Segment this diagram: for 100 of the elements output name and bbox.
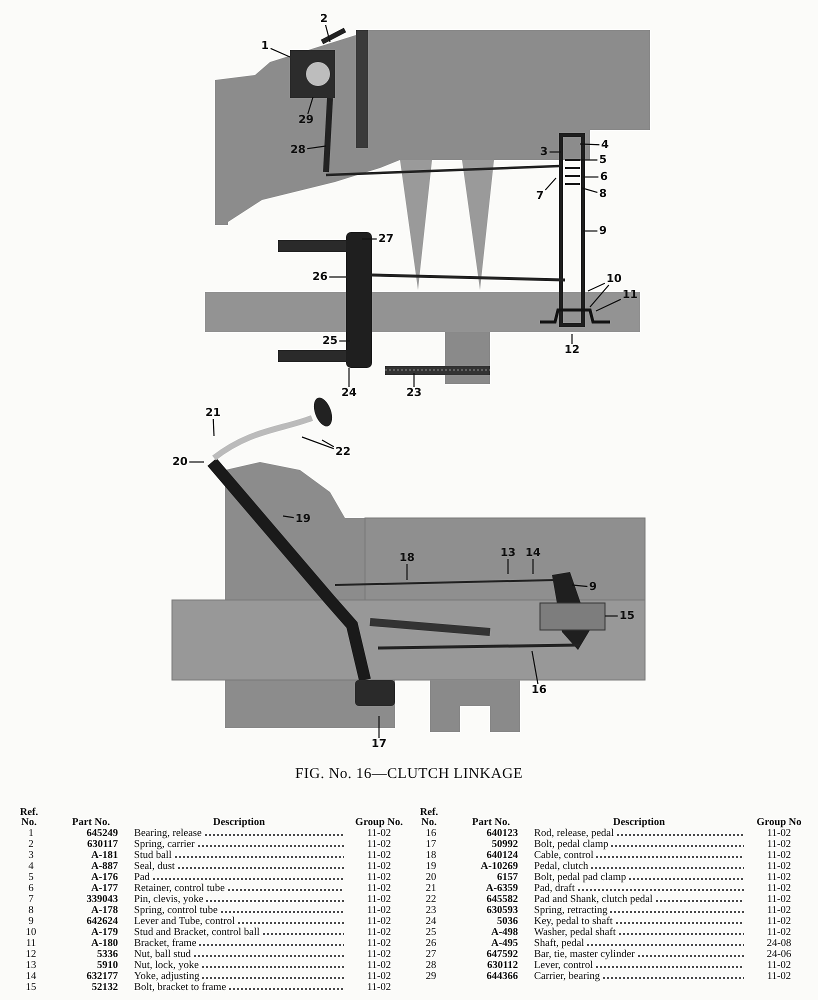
callout-number: 12	[564, 344, 580, 356]
table-cell-text: 11-02	[366, 828, 392, 839]
table-cell-text: 11-02	[366, 949, 392, 960]
table-cell-text: 5	[27, 872, 35, 883]
callout-number: 27	[378, 233, 394, 245]
table-cell-text: 6	[27, 883, 35, 894]
table-cell-text: 15	[24, 982, 38, 993]
leader-line	[189, 461, 204, 463]
figure-title: FIG. No. 16—CLUTCH LINKAGE	[294, 765, 524, 784]
table-cell-text: 645249	[86, 828, 119, 839]
table-cell-text: 11-02	[366, 982, 392, 993]
leader-line	[339, 340, 350, 342]
table-cell: Spring, retracting	[534, 905, 744, 916]
table-cell: Rod, release, pedal	[534, 828, 744, 839]
callout-number: 15	[619, 610, 635, 622]
table-cell-text: 10	[24, 927, 38, 938]
leader-line	[307, 96, 314, 114]
table-cell: Spring, carrier	[134, 839, 344, 850]
table-cell-text: 28	[424, 960, 438, 971]
table-cell-text: 11-02	[366, 971, 392, 982]
table-cell-text: 630117	[86, 839, 119, 850]
table-cell-text: 13	[24, 960, 38, 971]
table-cell: Bolt, pedal clamp	[534, 839, 744, 850]
callout-number: 10	[606, 273, 622, 285]
table-cell-text: 11	[24, 938, 38, 949]
table-cell-text: 5036	[496, 916, 519, 927]
column-header: Ref. No.	[418, 808, 440, 828]
table-cell-text: A-179	[90, 927, 119, 938]
table-cell-text: 22	[424, 894, 438, 905]
table-cell-text: A-495	[490, 938, 519, 949]
leader-line	[362, 238, 377, 240]
table-cell-text: 23	[424, 905, 438, 916]
table-cell-text: 11-02	[766, 905, 792, 916]
table-cell: Bolt, pedal pad clamp	[534, 872, 744, 883]
callout-number: 2	[320, 13, 328, 25]
leader-line	[406, 564, 408, 580]
callout-number: 28	[290, 144, 306, 156]
table-cell-text: 642624	[86, 916, 119, 927]
table-cell-text: 11-02	[366, 927, 392, 938]
leader-line	[324, 24, 331, 42]
table-cell-text: 21	[424, 883, 438, 894]
table-cell-text: 24-08	[766, 938, 792, 949]
table-cell-text: 9	[27, 916, 35, 927]
table-cell-text: 24-06	[766, 949, 792, 960]
table-cell-text: 11-02	[766, 872, 792, 883]
table-cell-text: 26	[424, 938, 438, 949]
table-cell-text: 11-02	[766, 883, 792, 894]
leader-line	[588, 282, 606, 292]
column-header: Part No.	[471, 817, 511, 828]
callout-number: 6	[600, 171, 608, 183]
callout-number: 18	[399, 552, 415, 564]
table-cell: Seal, dust	[134, 861, 344, 872]
leader-line	[282, 515, 294, 518]
table-cell-text: 11-02	[366, 960, 392, 971]
table-cell-text: A-10269	[480, 861, 519, 872]
table-cell-text: 11-02	[766, 927, 792, 938]
callout-number: 9	[589, 581, 597, 593]
table-cell-text: 11-02	[366, 872, 392, 883]
table-cell-text: A-178	[90, 905, 119, 916]
table-cell-text: 630112	[486, 960, 519, 971]
leader-line	[329, 276, 346, 278]
table-cell: Spring, control tube	[134, 905, 344, 916]
table-cell-text: 647592	[486, 949, 519, 960]
table-cell: Shaft, pedal	[534, 938, 744, 949]
leader-line	[270, 48, 290, 58]
table-cell-text: 11-02	[366, 894, 392, 905]
table-cell-text: 11-02	[366, 850, 392, 861]
table-cell-text: 11-02	[366, 916, 392, 927]
table-cell: Pedal, clutch	[534, 861, 744, 872]
table-cell-text: 11-02	[766, 861, 792, 872]
table-cell: Stud ball	[134, 850, 344, 861]
table-cell-text: 11-02	[366, 905, 392, 916]
table-cell: Bracket, frame	[134, 938, 344, 949]
table-cell-text: 4	[27, 861, 35, 872]
callout-number: 21	[205, 407, 221, 419]
table-cell-text: 25	[424, 927, 438, 938]
callout-number: 26	[312, 271, 328, 283]
callout-number: 25	[322, 335, 338, 347]
table-cell-text: 50992	[490, 839, 519, 850]
leader-line	[571, 334, 573, 344]
table-cell: Stud and Bracket, control ball	[134, 927, 344, 938]
leader-line	[572, 584, 588, 588]
table-cell-text: 11-02	[766, 960, 792, 971]
leader-line	[580, 159, 598, 161]
table-cell-text: 640124	[486, 850, 519, 861]
leader-line	[580, 143, 600, 146]
callout-number: 8	[599, 188, 607, 200]
table-cell-text: 16	[424, 828, 438, 839]
leader-line	[532, 559, 534, 574]
leader-line	[302, 436, 334, 450]
leader-line	[507, 559, 509, 574]
leader-line	[307, 145, 326, 150]
column-header: Group No.	[354, 817, 404, 828]
table-cell: Pad	[134, 872, 344, 883]
table-cell-text: 19	[424, 861, 438, 872]
table-cell-text: 11-02	[366, 883, 392, 894]
callout-number: 3	[540, 146, 548, 158]
table-cell: Cable, control	[534, 850, 744, 861]
callout-number: 9	[599, 225, 607, 237]
table-cell-text: A-6359	[484, 883, 519, 894]
